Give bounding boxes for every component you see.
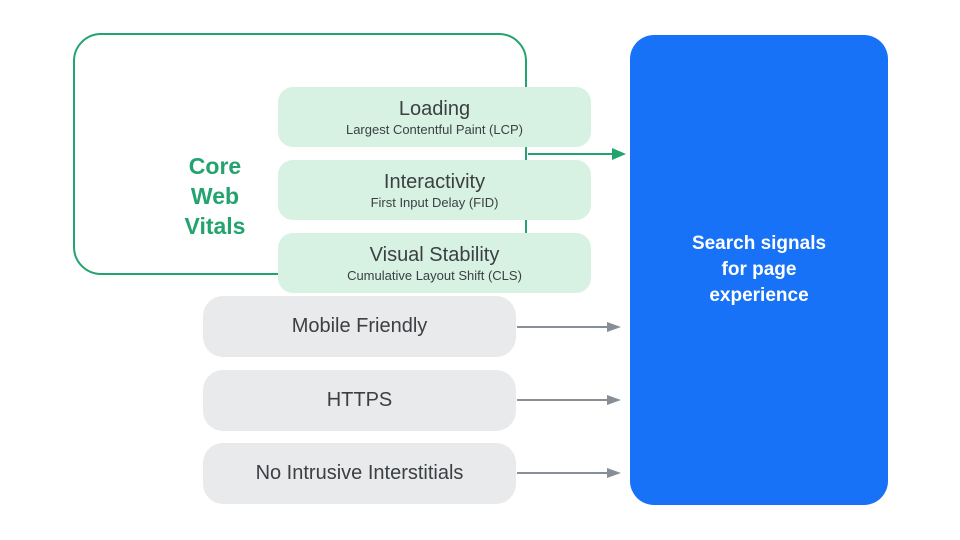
pill-visual-stability: Visual Stability Cumulative Layout Shift…	[278, 233, 591, 293]
gray-arrow-head-icon	[607, 322, 621, 332]
gray-arrow-head-icon	[607, 468, 621, 478]
pill-no-intrusive-interstitials-label: No Intrusive Interstitials	[255, 462, 464, 484]
green-arrow-head-icon	[612, 148, 626, 160]
pill-interactivity-title: Interactivity	[383, 170, 486, 193]
search-signals-panel-text-line: Search signals	[691, 233, 827, 254]
pill-interactivity-subtitle: First Input Delay (FID)	[370, 194, 499, 210]
gray-arrow-no-intrusive-interstitials	[517, 468, 621, 478]
pill-loading-title: Loading	[398, 97, 471, 120]
pill-https: HTTPS	[203, 370, 516, 431]
core-web-vitals-label: Core Web Vitals	[163, 151, 267, 241]
pill-mobile-friendly-label: Mobile Friendly	[291, 315, 428, 337]
pill-loading-subtitle: Largest Contentful Paint (LCP)	[345, 121, 524, 137]
search-signals-panel-text-line: for page	[721, 259, 797, 280]
core-web-vitals-label-line: Web	[190, 183, 240, 209]
green-arrow	[528, 148, 626, 160]
core-web-vitals-group: Core Web Vitals Loading Largest Contentf…	[73, 33, 591, 293]
pill-no-intrusive-interstitials: No Intrusive Interstitials	[203, 443, 516, 504]
search-signals-panel-text-line: experience	[709, 285, 809, 306]
search-signals-panel-text: Search signals for page experience	[692, 231, 826, 309]
core-web-vitals-label-line: Vitals	[184, 213, 246, 239]
pill-https-label: HTTPS	[326, 389, 393, 411]
pill-mobile-friendly: Mobile Friendly	[203, 296, 516, 357]
pill-visual-stability-title: Visual Stability	[369, 243, 500, 266]
gray-arrow-https	[517, 395, 621, 405]
pill-visual-stability-subtitle: Cumulative Layout Shift (CLS)	[347, 267, 522, 283]
pill-loading: Loading Largest Contentful Paint (LCP)	[278, 87, 591, 147]
search-signals-panel: Search signals for page experience	[630, 35, 888, 505]
core-web-vitals-label-line: Core	[188, 153, 242, 179]
pill-interactivity: Interactivity First Input Delay (FID)	[278, 160, 591, 220]
gray-arrow-mobile-friendly	[517, 322, 621, 332]
gray-arrow-head-icon	[607, 395, 621, 405]
